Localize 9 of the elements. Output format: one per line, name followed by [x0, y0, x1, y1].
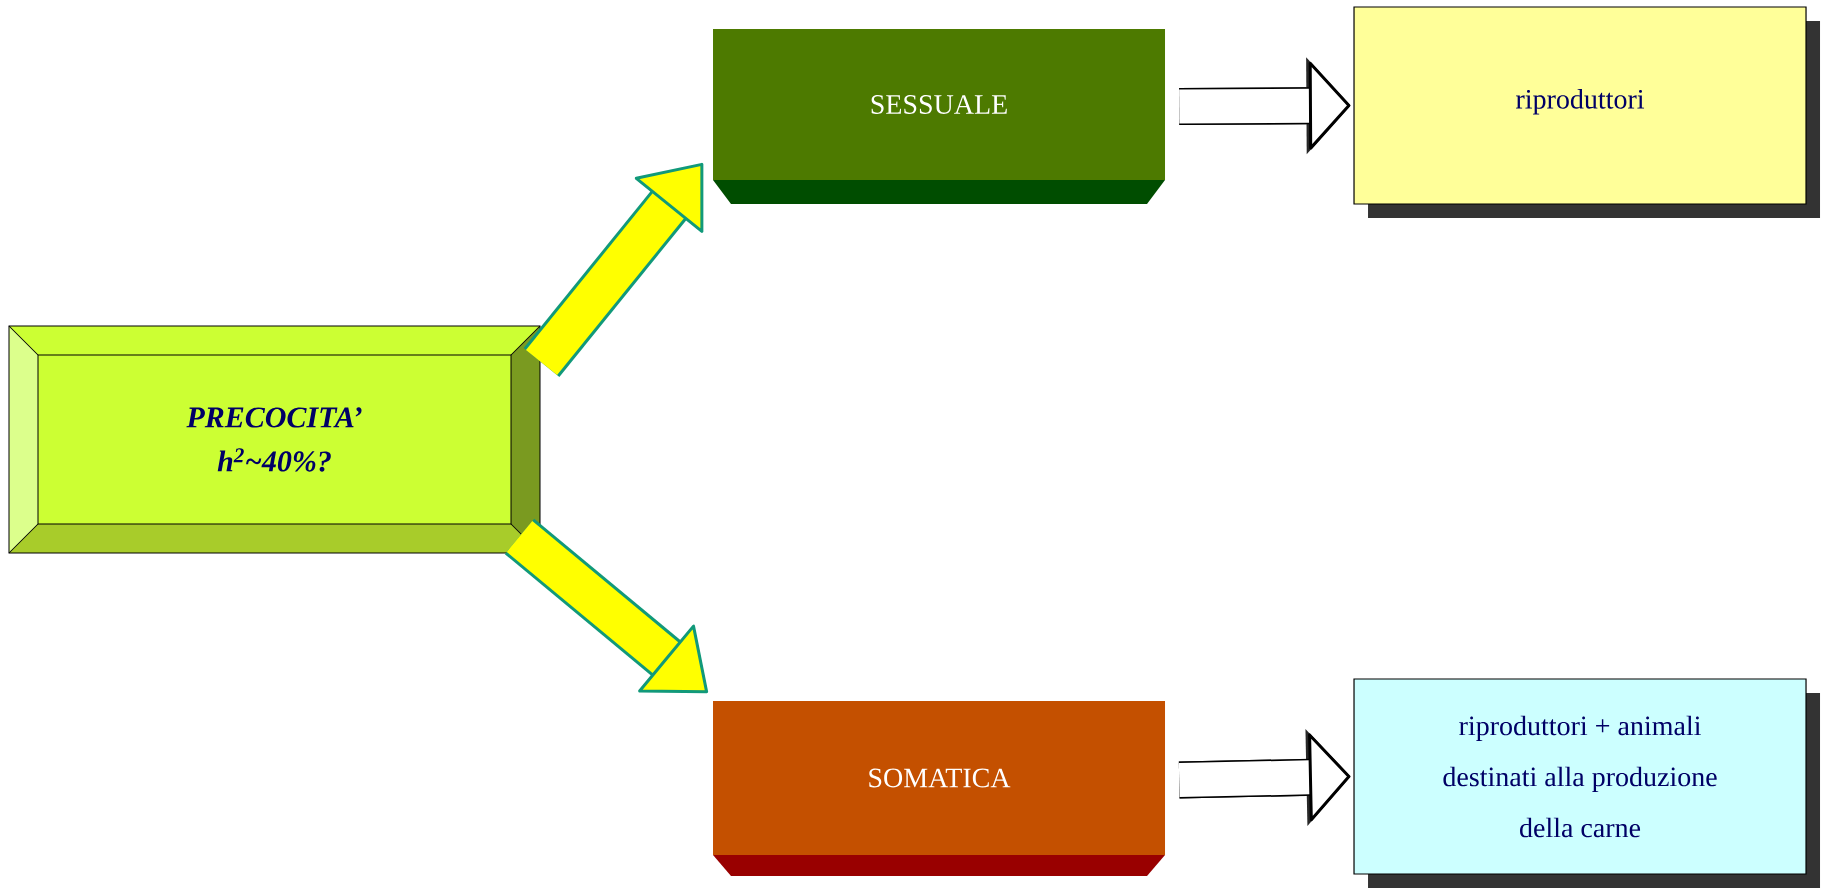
block-arrow: [523, 162, 704, 377]
block-arrow: [504, 518, 709, 694]
block: SOMATICA: [713, 701, 1165, 876]
bevelled-box: PRECOCITA’ h$^{2}$~40%?: [8, 325, 541, 554]
block: SESSUALE: [713, 29, 1165, 204]
block-arrow: [1178, 728, 1351, 826]
block-arrow: [1179, 57, 1351, 155]
text-box: riproduttori: [1353, 6, 1821, 218]
text-box: riproduttori + animali destinati alla produzione della carne: [1353, 678, 1821, 888]
